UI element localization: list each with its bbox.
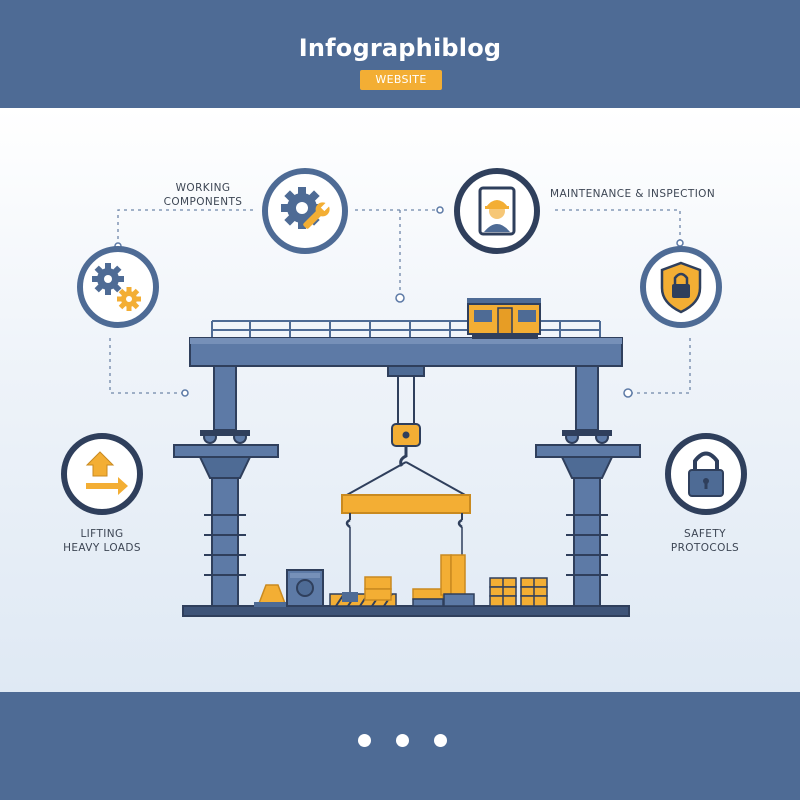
crane-illustration	[61, 168, 747, 617]
shield-lock-icon[interactable]	[640, 246, 722, 328]
trolley-cab	[467, 298, 541, 339]
website-badge: WEBSITE	[360, 70, 442, 90]
pagination-dot-2[interactable]	[396, 734, 409, 747]
label-safety-protocols: SAFETY PROTOCOLS	[670, 528, 740, 554]
site-title[interactable]: Infographiblog	[298, 34, 502, 62]
label-lifting-heavy-loads: LIFTING HEAVY LOADS	[63, 528, 141, 554]
gear-wrench-icon[interactable]	[262, 168, 348, 254]
gears-icon[interactable]	[77, 246, 159, 328]
label-maintenance-inspection: MAINTENANCE & INSPECTION	[550, 188, 716, 200]
worker-portrait-icon[interactable]	[454, 168, 540, 254]
header-bar	[0, 0, 800, 108]
connector-lines	[109, 209, 691, 394]
gantry-crane	[173, 298, 641, 617]
cargo	[254, 554, 548, 607]
pagination-dot-1[interactable]	[358, 734, 371, 747]
lift-arrow-icon[interactable]	[61, 433, 143, 515]
infographic-panel: WORKING COMPONENTS MAINTENANCE & INSPECT…	[0, 108, 800, 692]
pagination-dot-3[interactable]	[434, 734, 447, 747]
label-working-components: WORKING COMPONENTS	[163, 182, 243, 208]
padlock-icon[interactable]	[665, 433, 747, 515]
